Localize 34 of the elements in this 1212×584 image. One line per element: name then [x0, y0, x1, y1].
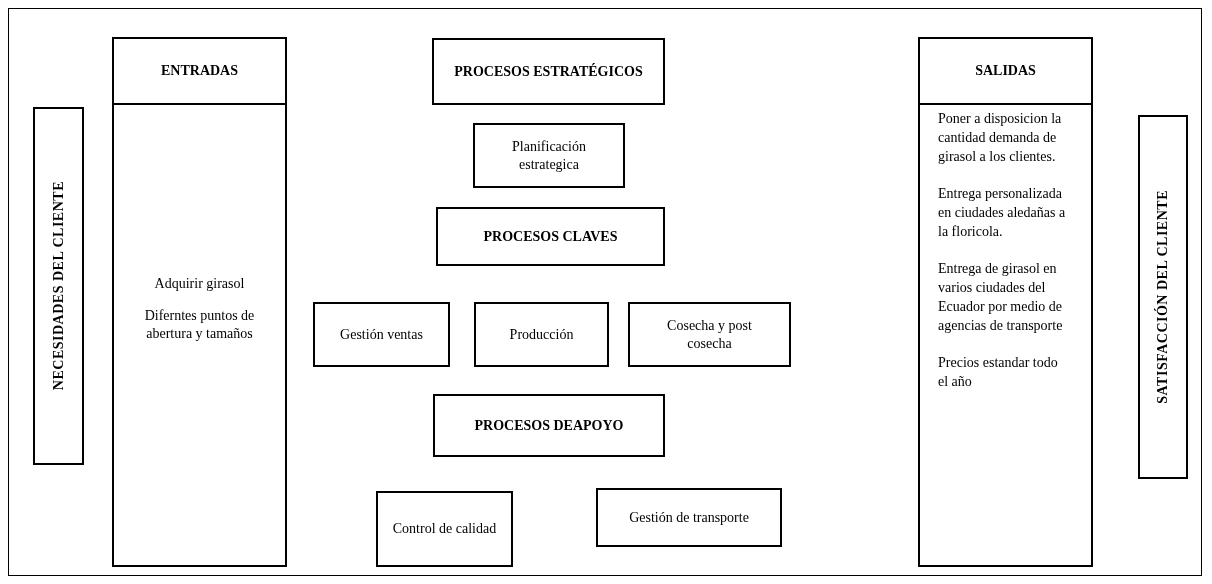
section-header	[112, 37, 287, 105]
process-box	[596, 488, 782, 547]
banner-label: SATISFACCIÓN DEL CLIENTE	[1154, 190, 1171, 404]
section-header	[436, 207, 665, 266]
banner-label: NECESIDADES DEL CLIENTE	[49, 181, 67, 391]
header-label: ENTRADAS	[161, 62, 238, 80]
process-box	[628, 302, 791, 367]
output-column	[918, 103, 1093, 567]
process-box	[473, 123, 625, 188]
side-banner	[1138, 115, 1188, 479]
process-label: Producción	[508, 325, 575, 344]
output-text: Poner a disposicion la cantidad demanda de girasol a los clientes.	[938, 110, 1063, 166]
section-header	[433, 394, 665, 457]
output-text: Precios estandar todo el año	[938, 354, 1059, 391]
header-label: PROCESOS DEAPOYO	[474, 416, 624, 435]
process-label: Gestión ventas	[339, 325, 424, 344]
process-label: Cosecha y post cosecha	[666, 316, 753, 353]
process-label: Gestión de transporte	[628, 508, 750, 527]
output-text: Entrega de girasol en varios ciudades del Ecuador por medio de agencias de transporte	[938, 260, 1064, 335]
input-text: Diferntes puntos de abertura y tamaños	[143, 307, 256, 343]
side-banner	[33, 107, 84, 465]
header-label: PROCESOS CLAVES	[483, 227, 618, 246]
header-label: SALIDAS	[975, 62, 1036, 80]
section-header	[918, 37, 1093, 105]
process-label: Control de calidad	[391, 520, 498, 538]
process-box	[313, 302, 450, 367]
input-column	[112, 103, 287, 567]
header-label: PROCESOS ESTRATÉGICOS	[454, 62, 643, 81]
output-text: Entrega personalizada en ciudades aledañas a la floricola.	[938, 185, 1067, 241]
process-label: Planificación estrategica	[511, 137, 587, 174]
input-text: Adquirir girasol	[153, 275, 246, 293]
section-header	[432, 38, 665, 105]
process-box	[376, 491, 513, 567]
process-box	[474, 302, 609, 367]
